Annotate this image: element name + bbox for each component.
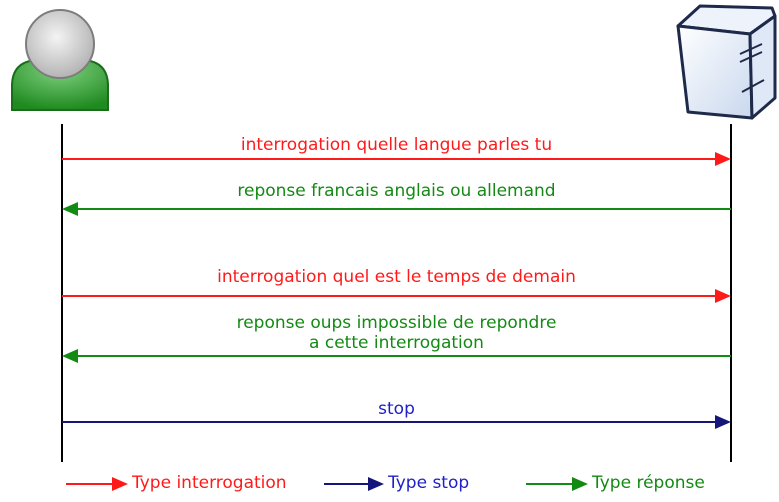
legend-arrow-reponse: [526, 477, 588, 491]
message-arrow-3: [62, 289, 731, 303]
message-arrow-5: [62, 415, 731, 429]
message-label-1: interrogation quelle langue parles tu: [240, 135, 553, 155]
message-label-4-line2: a cette interrogation: [309, 333, 484, 353]
message-label-4-line1: reponse oups impossible de repondre: [236, 313, 557, 333]
legend-arrow-stop: [324, 477, 384, 491]
legend-arrows: [66, 477, 588, 491]
legend-label-stop: Type stop: [388, 473, 470, 493]
user-avatar-icon: [11, 9, 109, 111]
message-arrow-4: [62, 349, 731, 363]
message-label-3: interrogation quel est le temps de demai…: [217, 267, 576, 287]
legend-label-interrogation: Type interrogation: [132, 473, 287, 493]
legend-arrow-interrogation: [66, 477, 128, 491]
message-arrow-1: [62, 152, 731, 166]
message-label-5: stop: [378, 399, 415, 419]
message-label-2: reponse francais anglais ou allemand: [237, 181, 556, 201]
legend-label-reponse: Type réponse: [592, 473, 705, 493]
message-arrows: [62, 152, 731, 429]
message-arrow-2: [62, 202, 731, 216]
server-tower-icon: [676, 4, 777, 120]
